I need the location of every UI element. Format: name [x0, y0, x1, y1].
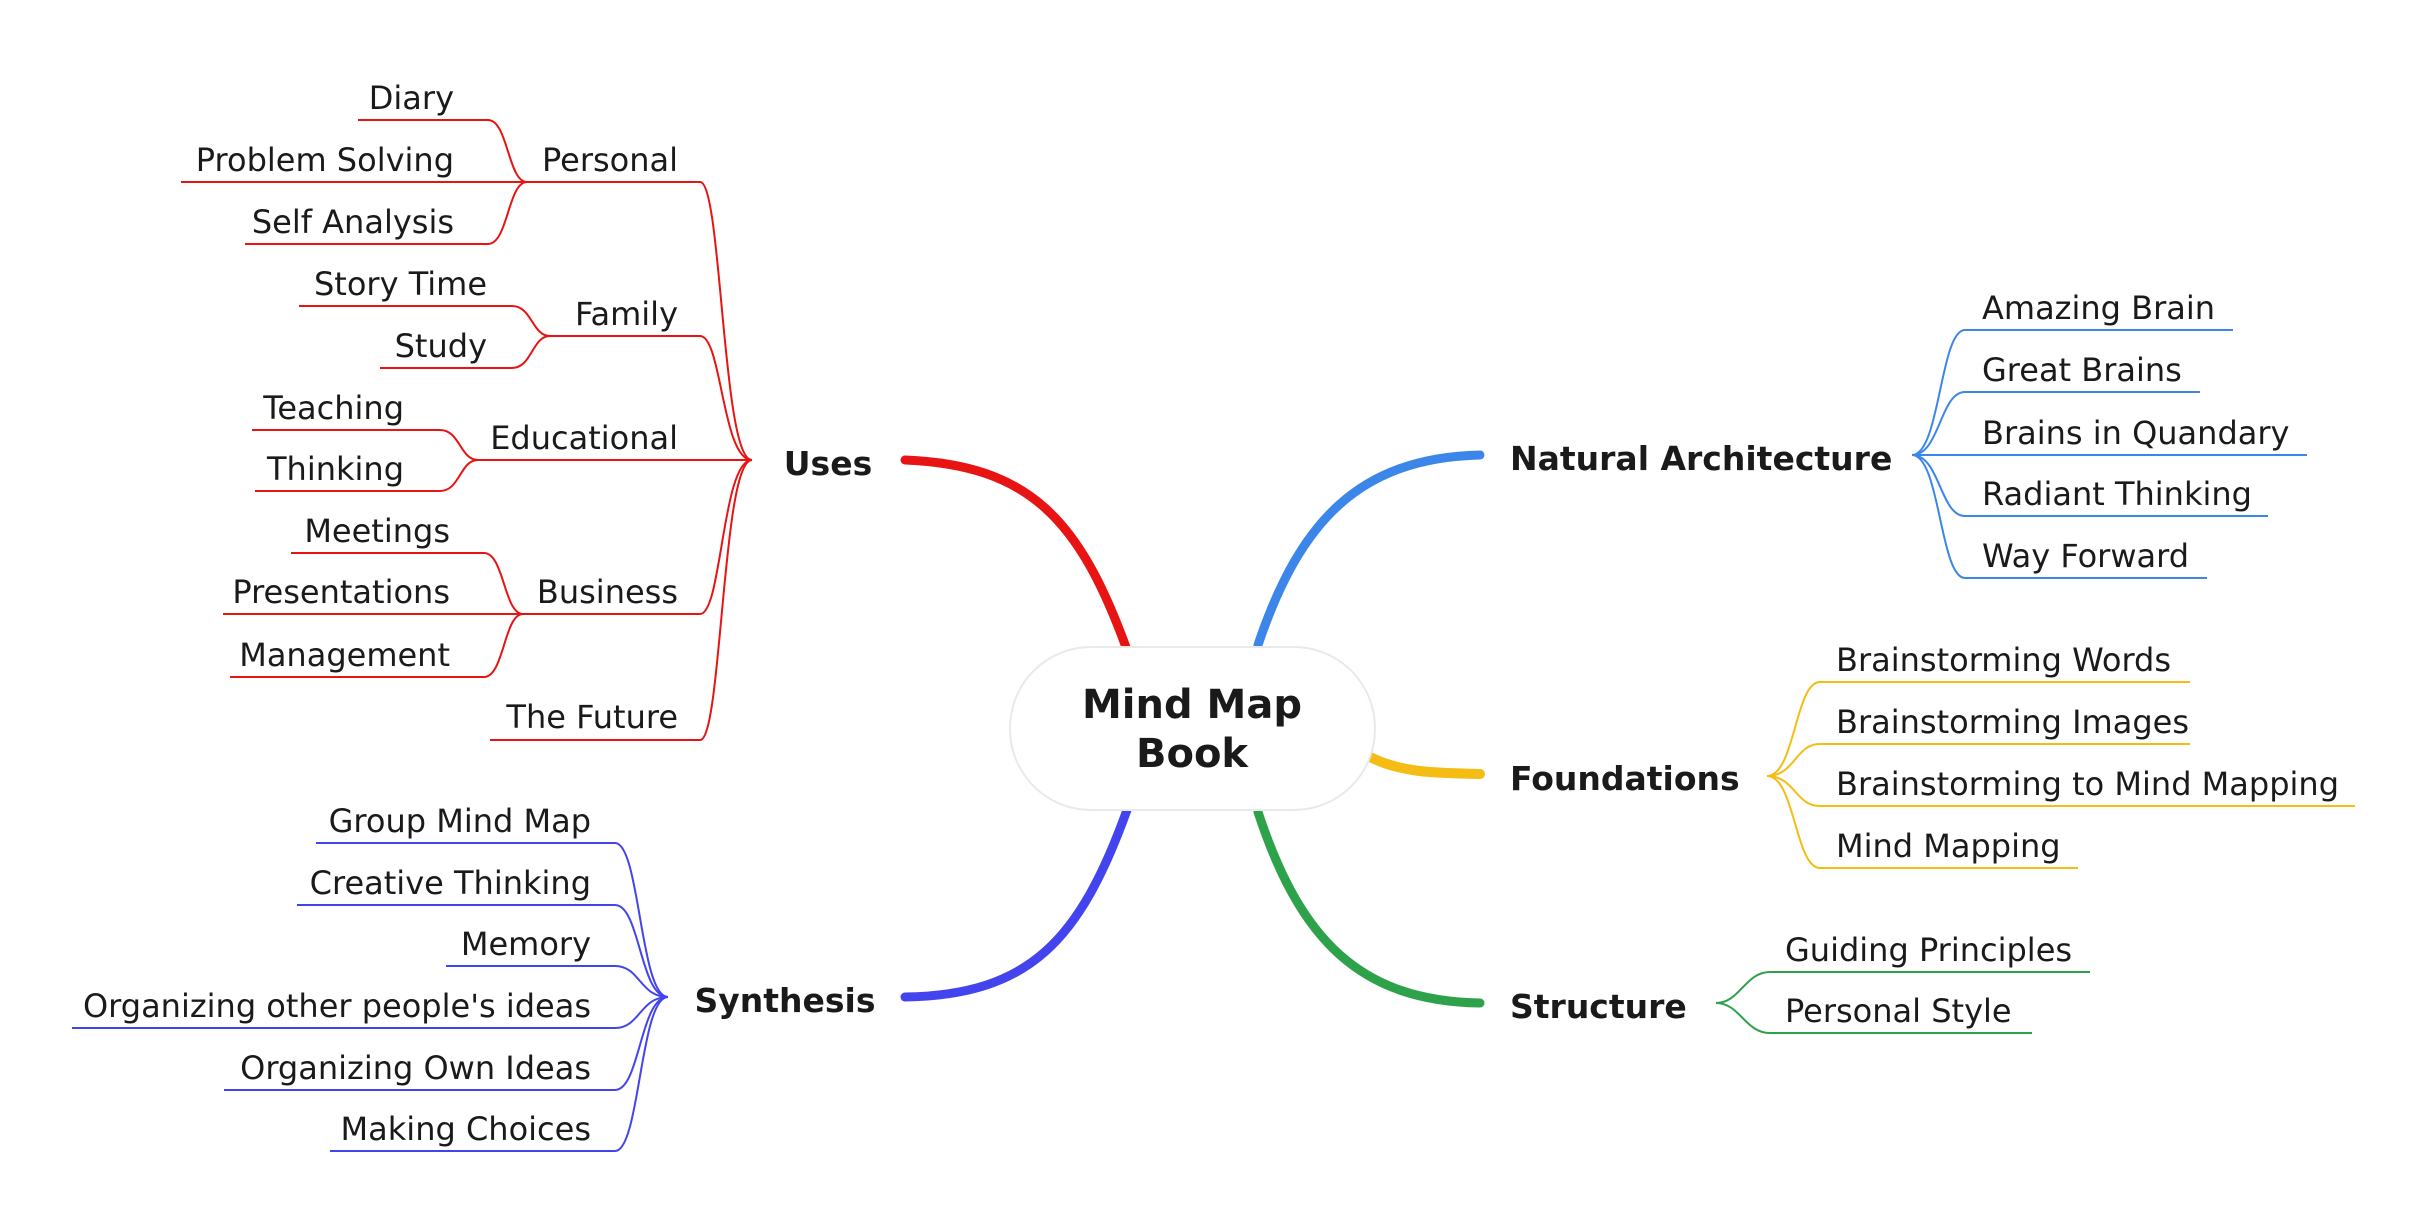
leaf-meetings[interactable]: Meetings — [304, 512, 450, 550]
natural-architecture-main-branch — [1253, 450, 1485, 650]
nat-connector — [1911, 391, 2200, 456]
leaf-problem-solving[interactable]: Problem Solving — [196, 141, 454, 179]
central-topic-box — [1009, 646, 1376, 811]
central-topic-line-1: Mind Map — [1082, 682, 1302, 728]
main-topic-labels: Uses Synthesis Natural Architecture Foun… — [694, 439, 1892, 1026]
main-topic-structure[interactable]: Structure — [1510, 987, 1687, 1026]
foundations-main-branch — [1365, 752, 1485, 779]
central-topic-line-2: Book — [1136, 731, 1249, 777]
leaf-brainstorming-words[interactable]: Brainstorming Words — [1836, 641, 2171, 679]
main-topic-natural-architecture[interactable]: Natural Architecture — [1510, 439, 1892, 478]
uses-connector — [255, 459, 479, 492]
leaf-thinking[interactable]: Thinking — [266, 450, 404, 488]
leaf-brainstorming-to-mind-mapping[interactable]: Brainstorming to Mind Mapping — [1836, 765, 2339, 803]
leaf-diary[interactable]: Diary — [369, 79, 454, 117]
subtopic-business[interactable]: Business — [537, 573, 678, 611]
uses-connector — [490, 459, 753, 741]
leaf-guiding-principles[interactable]: Guiding Principles — [1785, 931, 2072, 969]
subtopic-educational[interactable]: Educational — [490, 419, 678, 457]
uses-connector — [523, 459, 753, 615]
leaf-radiant-thinking[interactable]: Radiant Thinking — [1982, 475, 2252, 513]
synthesis-leaf-topics: Group Mind Map Creative Thinking Memory … — [83, 802, 591, 1148]
fnd-connector — [1766, 775, 2078, 869]
leaf-management[interactable]: Management — [239, 636, 450, 674]
sub-branches — [72, 119, 2355, 1152]
subtopic-family[interactable]: Family — [575, 295, 678, 333]
central-topic[interactable]: Mind Map Book — [1009, 646, 1376, 811]
leaf-brainstorming-images[interactable]: Brainstorming Images — [1836, 703, 2189, 741]
uses-subtopics: Personal Family Educational Business The… — [490, 141, 678, 736]
uses-connector — [380, 335, 551, 369]
leaf-presentations[interactable]: Presentations — [232, 573, 450, 611]
leaf-story-time[interactable]: Story Time — [314, 265, 487, 303]
leaf-study[interactable]: Study — [395, 327, 487, 365]
leaf-making-choices[interactable]: Making Choices — [341, 1110, 591, 1148]
str-connector — [1715, 1002, 2032, 1034]
uses-connector — [291, 552, 524, 615]
leaf-way-forward[interactable]: Way Forward — [1982, 537, 2189, 575]
leaf-creative-thinking[interactable]: Creative Thinking — [310, 864, 591, 902]
foundations-leaf-topics: Brainstorming Words Brainstorming Images… — [1836, 641, 2339, 865]
subtopic-personal[interactable]: Personal — [542, 141, 678, 179]
main-topic-synthesis[interactable]: Synthesis — [694, 981, 875, 1020]
leaf-organizing-own-ideas[interactable]: Organizing Own Ideas — [240, 1049, 591, 1087]
syn-connector — [297, 904, 669, 998]
uses-connector — [299, 305, 551, 337]
leaf-organizing-other-peoples-ideas[interactable]: Organizing other people's ideas — [83, 987, 591, 1025]
leaf-brains-in-quandary[interactable]: Brains in Quandary — [1982, 414, 2289, 452]
uses-connector — [358, 119, 528, 183]
synthesis-main-branch — [900, 805, 1132, 1002]
nat-connector — [1911, 454, 2268, 517]
syn-connector — [72, 996, 669, 1029]
fnd-connector — [1766, 775, 2355, 807]
str-connector — [1715, 971, 2090, 1004]
leaf-self-analysis[interactable]: Self Analysis — [252, 203, 454, 241]
nat-connector — [1911, 329, 2233, 456]
leaf-group-mind-map[interactable]: Group Mind Map — [329, 802, 591, 840]
leaf-personal-style[interactable]: Personal Style — [1785, 992, 2012, 1030]
syn-connector — [446, 965, 669, 998]
uses-connector — [252, 429, 479, 461]
fnd-connector — [1766, 743, 2190, 777]
leaf-amazing-brain[interactable]: Amazing Brain — [1982, 289, 2215, 327]
uses-connector — [550, 335, 753, 461]
uses-connector — [245, 181, 528, 245]
main-branches — [900, 450, 1485, 1008]
main-topic-foundations[interactable]: Foundations — [1510, 759, 1740, 798]
uses-connector — [230, 613, 524, 678]
syn-connector — [224, 996, 669, 1091]
structure-leaf-topics: Guiding Principles Personal Style — [1785, 931, 2072, 1030]
nat-connector — [1911, 454, 2207, 579]
leaf-teaching[interactable]: Teaching — [262, 389, 404, 427]
natural-architecture-leaf-topics: Amazing Brain Great Brains Brains in Qua… — [1982, 289, 2289, 575]
syn-connector — [316, 842, 669, 998]
syn-connector — [330, 996, 669, 1152]
structure-main-branch — [1253, 807, 1485, 1008]
main-topic-uses[interactable]: Uses — [784, 444, 872, 483]
uses-connector — [527, 181, 753, 461]
leaf-mind-mapping[interactable]: Mind Mapping — [1836, 827, 2061, 865]
fnd-connector — [1766, 681, 2190, 777]
uses-leaf-topics: Diary Problem Solving Self Analysis Stor… — [196, 79, 487, 674]
leaf-great-brains[interactable]: Great Brains — [1982, 351, 2182, 389]
uses-main-branch — [900, 455, 1132, 655]
subtopic-the-future[interactable]: The Future — [505, 698, 678, 736]
leaf-memory[interactable]: Memory — [461, 925, 591, 963]
